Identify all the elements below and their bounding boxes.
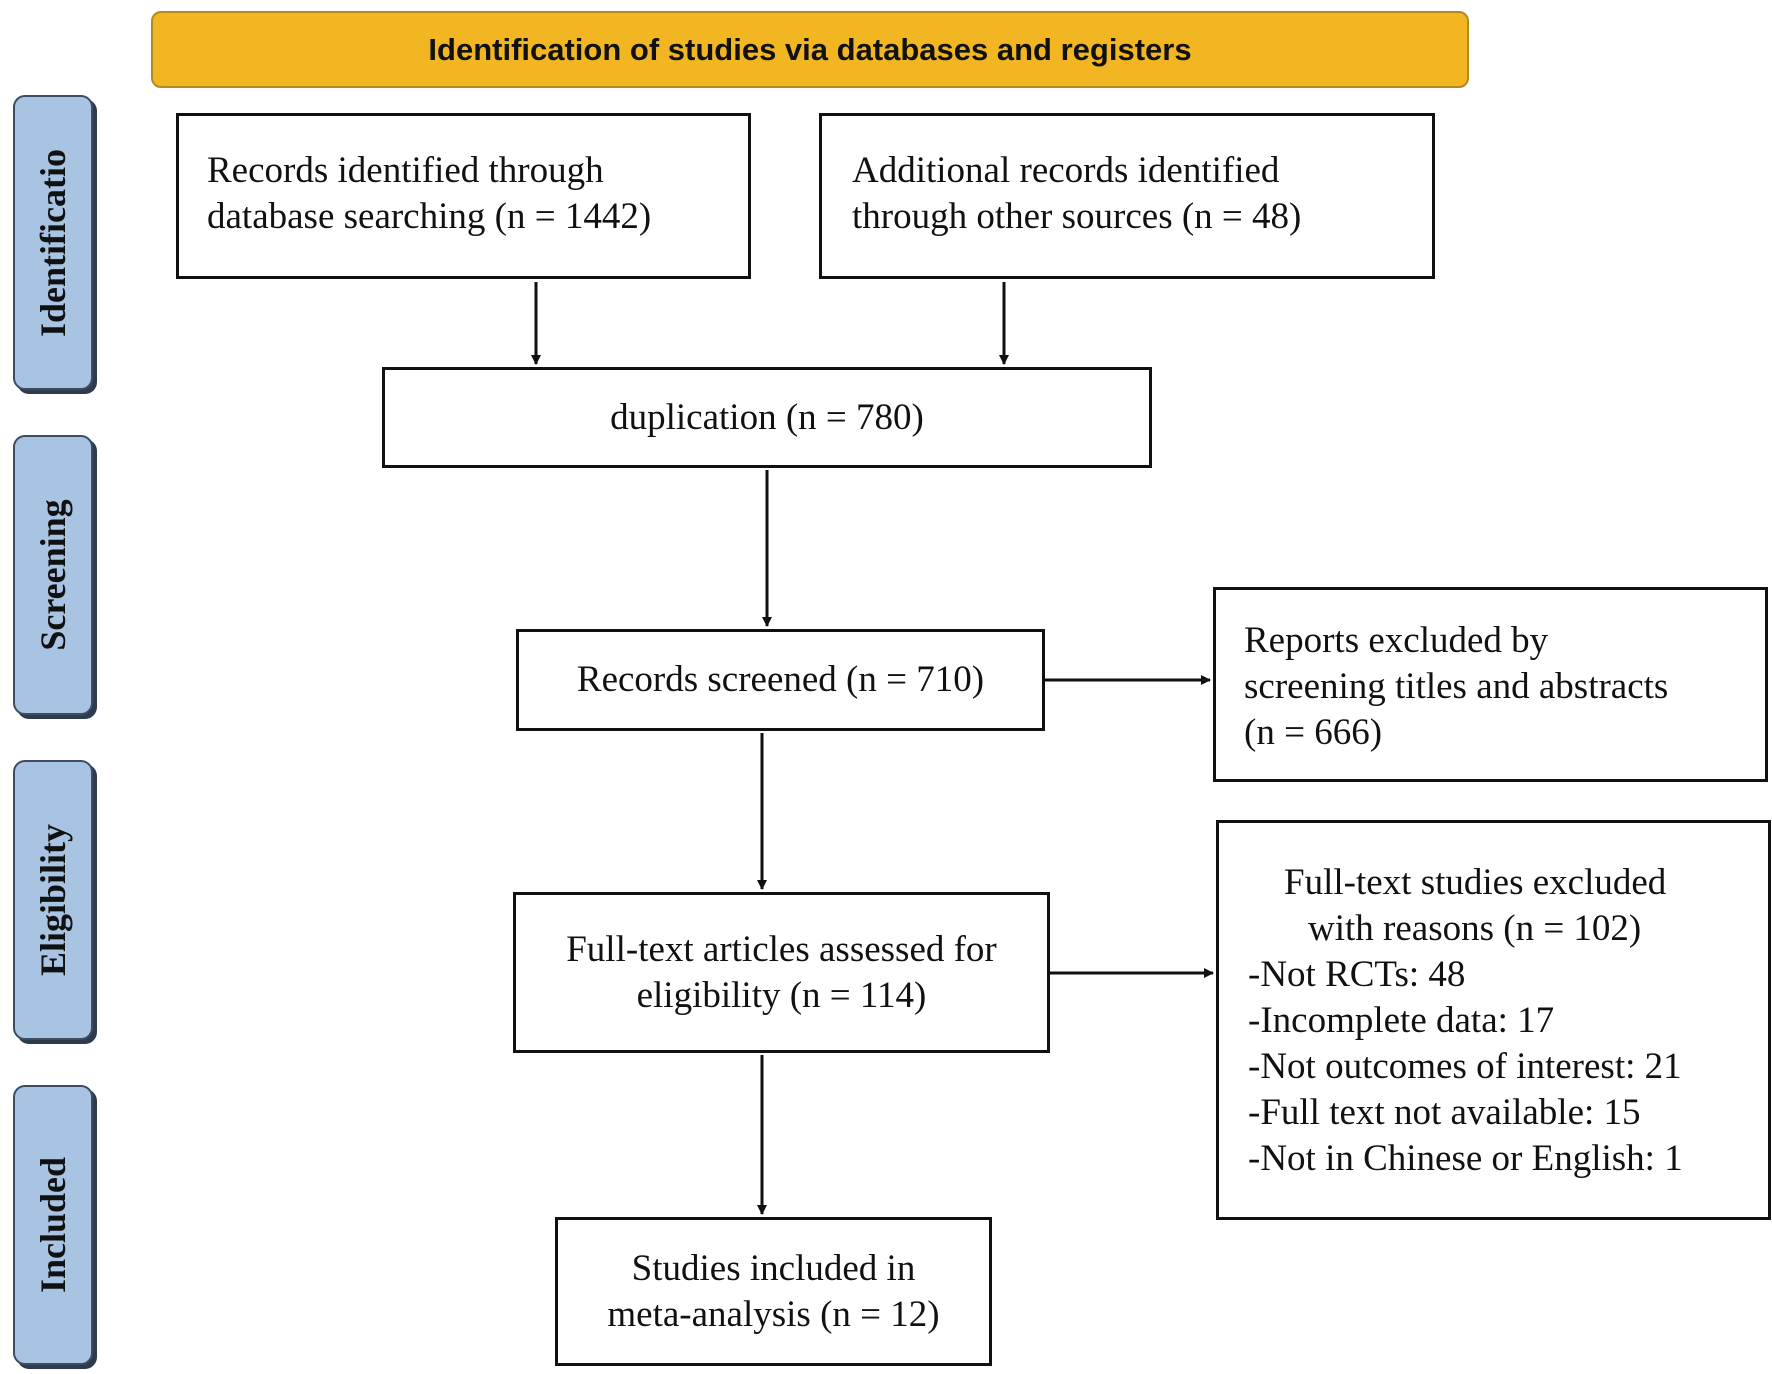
fulltext-excluded-heading: Full-text studies excluded: [1284, 862, 1667, 903]
exclusion-reason: -Incomplete data: 17: [1248, 1000, 1555, 1041]
fulltext-excluded-box: Full-text studies excluded with reasons …: [1216, 820, 1771, 1220]
fulltext-excluded-heading-2: with reasons (n = 102): [1308, 908, 1642, 949]
duplication-box: duplication (n = 780): [382, 367, 1152, 468]
records-screened-box: Records screened (n = 710): [516, 629, 1045, 731]
database-records-box: Records identified through database sear…: [176, 113, 751, 279]
excluded-screening-box: Reports excluded by screening titles and…: [1213, 587, 1768, 782]
fulltext-assessed-text: Full-text articles assessed for eligibil…: [566, 928, 997, 1016]
exclusion-reason: -Not outcomes of interest: 21: [1248, 1046, 1682, 1087]
records-screened-text: Records screened (n = 710): [576, 659, 985, 700]
phase-included: Included: [13, 1085, 93, 1365]
header-banner: Identification of studies via databases …: [151, 11, 1469, 88]
exclusion-reason: -Not in Chinese or English: 1: [1248, 1138, 1683, 1179]
studies-included-box: Studies included in meta-analysis (n = 1…: [555, 1217, 992, 1366]
phase-eligibility: Eligibility: [13, 760, 93, 1040]
other-records-box: Additional records identified through ot…: [819, 113, 1435, 279]
fulltext-assessed-box: Full-text articles assessed for eligibil…: [513, 892, 1050, 1053]
phase-screening: Screening: [13, 435, 93, 715]
phase-identification: Identificatio: [13, 95, 93, 390]
exclusion-reason: -Not RCTs: 48: [1248, 954, 1466, 995]
studies-included-text: Studies included in meta-analysis (n = 1…: [607, 1247, 940, 1335]
duplication-text: duplication (n = 780): [610, 396, 924, 438]
exclusion-reason: -Full text not available: 15: [1248, 1092, 1641, 1133]
database-records-text: Records identified through database sear…: [207, 150, 652, 237]
other-records-text: Additional records identified through ot…: [852, 150, 1302, 237]
excluded-screening-text: Reports excluded by screening titles and…: [1244, 620, 1669, 753]
